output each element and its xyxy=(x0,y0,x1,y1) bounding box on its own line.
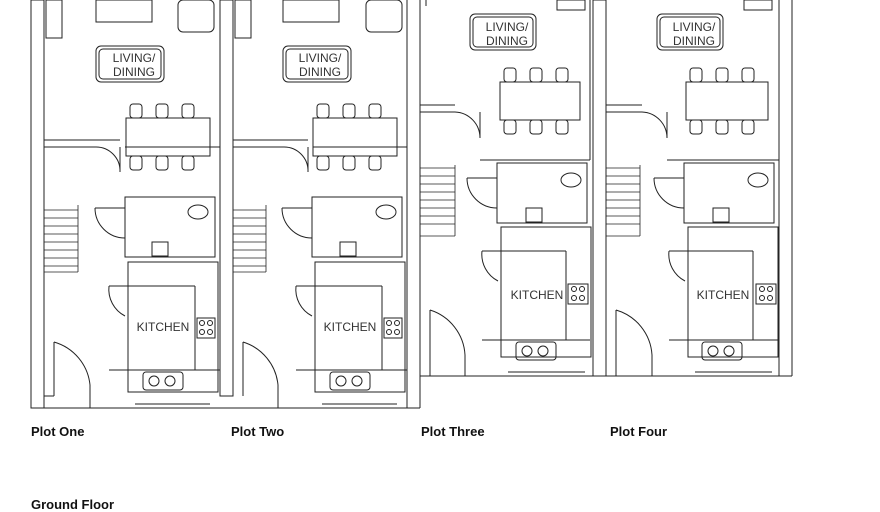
plot-three-kitchen-label: KITCHEN xyxy=(511,288,564,302)
plot-four-living-label-2: DINING xyxy=(673,34,715,48)
plot-one-kitchen-label: KITCHEN xyxy=(137,320,190,334)
plot-two-living-label-1: LIVING/ xyxy=(299,51,342,65)
plot-four-title: Plot Four xyxy=(610,424,668,439)
plot-four-kitchen-label: KITCHEN xyxy=(697,288,750,302)
plot-two-title: Plot Two xyxy=(231,424,285,439)
plot-three-living-label-2: DINING xyxy=(486,34,528,48)
plot-four-living-label-1: LIVING/ xyxy=(673,20,716,34)
plot-two-kitchen-label: KITCHEN xyxy=(324,320,377,334)
plot-one-plan xyxy=(30,0,420,409)
plot-three-living-label-1: LIVING/ xyxy=(486,20,529,34)
plot-two-plan xyxy=(219,0,421,408)
plot-three-plan xyxy=(420,0,606,377)
floor-title: Ground Floor xyxy=(31,497,115,512)
plot-one-living-label-2: DINING xyxy=(113,65,155,79)
plot-one-living-label-1: LIVING/ xyxy=(113,51,156,65)
plot-two-living-label-2: DINING xyxy=(299,65,341,79)
plot-one-title: Plot One xyxy=(31,424,85,439)
plot-four-plan xyxy=(592,0,793,377)
plot-three-title: Plot Three xyxy=(421,424,485,439)
